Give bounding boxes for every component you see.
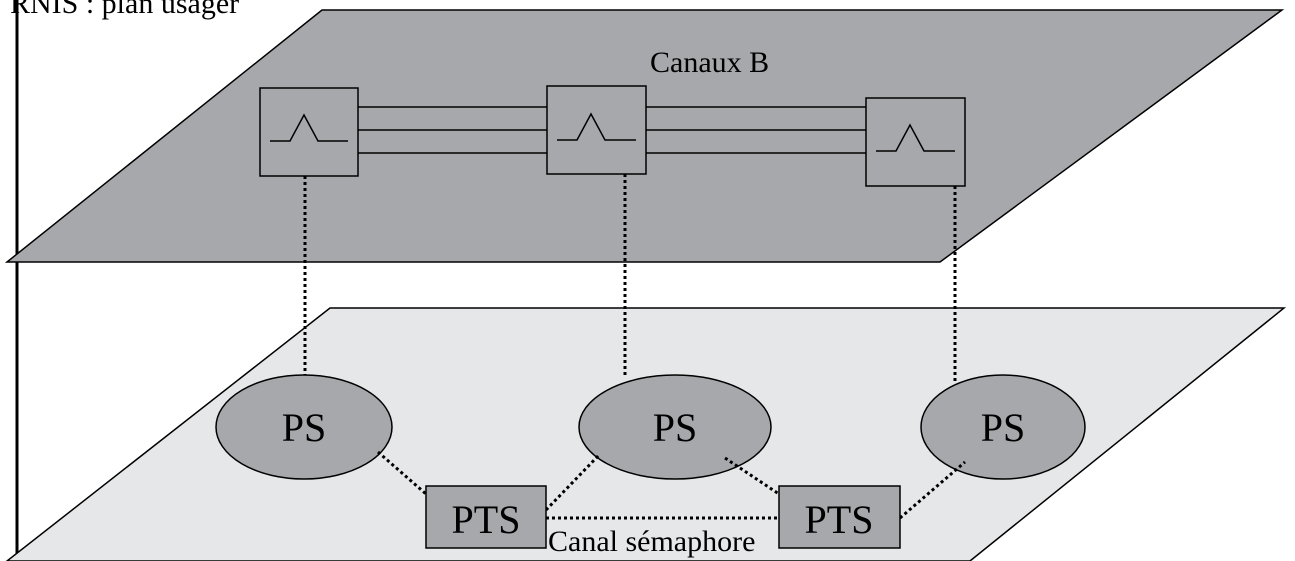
switch-ps-links [303,174,957,381]
ps-node-left: PS [215,374,393,480]
diagram-title: RNIS : plan usager [10,0,239,20]
pts-node-right: PTS [778,485,901,549]
svg-text:PS: PS [653,405,698,450]
switch-symbol-icon [270,113,348,142]
ps-node-center: PS [578,374,772,480]
ps-node-right: PS [920,374,1086,480]
svg-text:PS: PS [981,405,1026,450]
switch-symbol-icon [557,112,636,141]
switch-right [865,97,966,187]
switch-left [259,87,359,177]
svg-text:PS: PS [282,405,327,450]
svg-text:PTS: PTS [805,497,874,542]
b-channels-label: Canaux B [650,46,769,79]
switch-center [546,85,647,175]
pts-node-left: PTS [425,485,547,549]
ps-pts-links [377,450,966,520]
b-channel-trunks [358,106,866,154]
switch-symbol-icon [876,123,955,152]
signalling-channel-label: Canal sémaphore [548,525,755,558]
svg-text:PTS: PTS [452,497,521,542]
